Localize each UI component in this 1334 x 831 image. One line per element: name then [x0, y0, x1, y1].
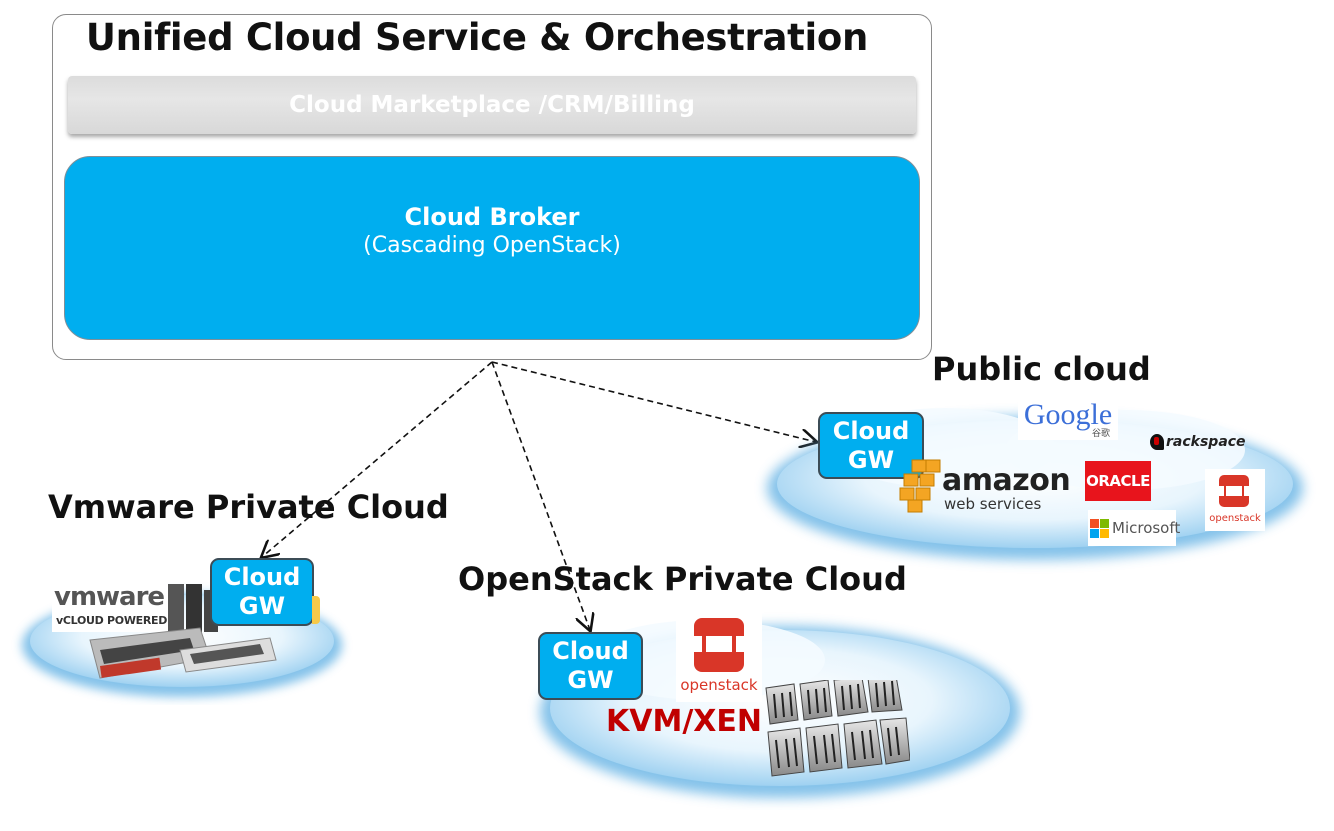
cloud-broker-title: Cloud Broker: [404, 202, 580, 231]
arrow-to-vmware: [262, 361, 493, 557]
vmware-server-illustration: [89, 584, 277, 679]
microsoft-logo: Microsoft: [1088, 510, 1180, 546]
openstack-private-logo-text: openstack: [680, 676, 758, 694]
amazon-logo: amazon web services: [898, 458, 1071, 516]
cloud-broker-subtitle: (Cascading OpenStack): [363, 232, 621, 258]
vmware-gw-line1: Cloud: [223, 563, 301, 591]
arrow-to-openstack: [491, 361, 590, 630]
rackspace-logo: rackspace: [1150, 430, 1246, 454]
oracle-logo: ORACLE: [1085, 461, 1151, 501]
openstack-cloud-gw: Cloud GW: [538, 632, 643, 700]
arrow-to-public: [491, 361, 816, 442]
vmware-gw-shadow-tab: [312, 596, 320, 624]
public-gw-line2: GW: [847, 445, 895, 474]
openstack-logo-public: openstack: [1205, 469, 1265, 531]
vmware-cloud-gw: Cloud GW: [210, 558, 314, 626]
openstack-cloud-heading: OpenStack Private Cloud: [458, 560, 907, 598]
vmware-logo: vmware vCLOUD POWERED: [52, 580, 168, 632]
openstack-private-icon: [694, 618, 744, 672]
vmware-logo-text: vmware: [54, 582, 165, 612]
public-cloud-heading: Public cloud: [932, 350, 1151, 388]
rackspace-icon: [1150, 434, 1164, 450]
orchestration-title: Unified Cloud Service & Orchestration: [85, 16, 869, 59]
openstack-logo-public-text: openstack: [1209, 513, 1261, 524]
openstack-icon: [1219, 475, 1249, 507]
amazon-logo-subtext: web services: [944, 495, 1042, 513]
rackspace-logo-text: rackspace: [1166, 434, 1246, 450]
cloud-broker-box: Cloud Broker (Cascading OpenStack): [64, 156, 920, 340]
openstack-gw-line1: Cloud: [552, 637, 629, 665]
google-logo: Google 谷歌: [1018, 398, 1118, 440]
microsoft-logo-text: Microsoft: [1112, 519, 1181, 537]
oracle-logo-text: ORACLE: [1086, 472, 1150, 490]
openstack-gw-line2: GW: [567, 666, 614, 694]
amazon-logo-text: amazon: [942, 463, 1071, 498]
google-logo-subtext: 谷歌: [1091, 429, 1110, 439]
vmware-logo-subtext: vCLOUD POWERED: [56, 614, 168, 627]
aws-boxes-icon: [899, 459, 941, 513]
microsoft-windows-icon: [1090, 518, 1109, 538]
vmware-gw-line2: GW: [238, 592, 286, 620]
openstack-server-rack-illustration: [765, 680, 910, 777]
marketplace-label: Cloud Marketplace /CRM/Billing: [289, 92, 695, 118]
public-cloud-gw: Cloud GW: [818, 412, 924, 479]
marketplace-bar: Cloud Marketplace /CRM/Billing: [68, 76, 916, 134]
openstack-logo-private: openstack: [676, 612, 762, 702]
google-logo-text: Google: [1023, 398, 1113, 431]
hypervisor-label: KVM/XEN: [606, 704, 763, 739]
vmware-cloud-heading: Vmware Private Cloud: [48, 488, 449, 526]
public-gw-line1: Cloud: [832, 416, 910, 445]
